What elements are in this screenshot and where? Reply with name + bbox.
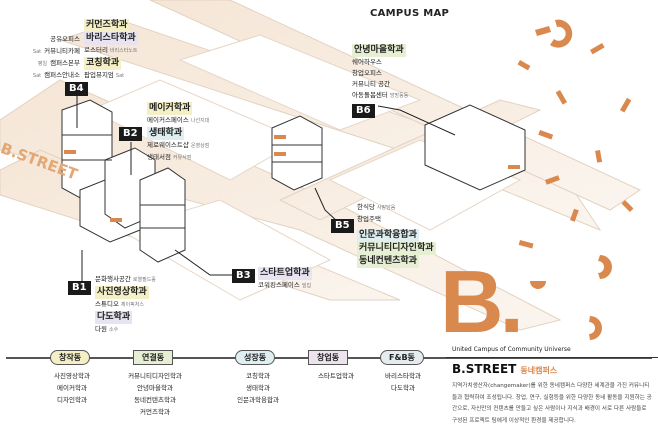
- brand-subtitle: United Campus of Community Universe: [452, 346, 571, 353]
- category-list: 스타트업학과: [318, 372, 354, 380]
- map-title: CAMPUS MAP: [370, 8, 450, 19]
- building-tag-b6[interactable]: B6: [352, 104, 375, 118]
- divider: [446, 357, 658, 358]
- b4-item: 공유오피스: [50, 35, 80, 43]
- category-yeongyeol: 연결동: [133, 350, 174, 365]
- brand-description: 지역가치생산자(changemaker)를 위한 동네캠퍼스 다양한 세계관을 …: [452, 383, 652, 424]
- category-changeop: 창업동: [308, 350, 349, 365]
- dept-label: 인문과학융합과: [357, 229, 419, 242]
- dept-label: 코칭학과: [84, 57, 122, 70]
- dept-label: 스타트업학과: [258, 267, 312, 280]
- dept-label: 동네컨텐츠학과: [357, 255, 419, 268]
- buildings: [61, 99, 526, 263]
- brand-logo: B.: [440, 252, 524, 351]
- leader-lines: [76, 95, 456, 285]
- dept-label: 바리스타학과: [84, 32, 138, 45]
- category-seongjang: 성장동: [235, 350, 276, 365]
- building-tag-b1[interactable]: B1: [68, 281, 91, 295]
- dept-label: 커뮤니티디자인학과: [357, 242, 436, 255]
- dept-label: 다도학과: [95, 311, 133, 324]
- decorative-shapes: [517, 19, 634, 340]
- dept-label: 메이커학과: [147, 102, 193, 115]
- dept-label: 안녕마을학과: [352, 44, 406, 57]
- orange-signs: [64, 135, 520, 222]
- building-tag-b3[interactable]: B3: [232, 269, 255, 283]
- category-changjak: 창작동: [50, 350, 91, 365]
- dept-label: 생태학과: [147, 127, 185, 140]
- building-tag-b4[interactable]: B4: [65, 82, 88, 96]
- dept-label: 커먼즈학과: [84, 19, 130, 32]
- building-tag-b5[interactable]: B5: [331, 219, 354, 233]
- building-tag-b2[interactable]: B2: [119, 127, 142, 141]
- category-fnb: F&B동: [380, 350, 424, 365]
- dept-label: 사진영상학과: [95, 286, 149, 299]
